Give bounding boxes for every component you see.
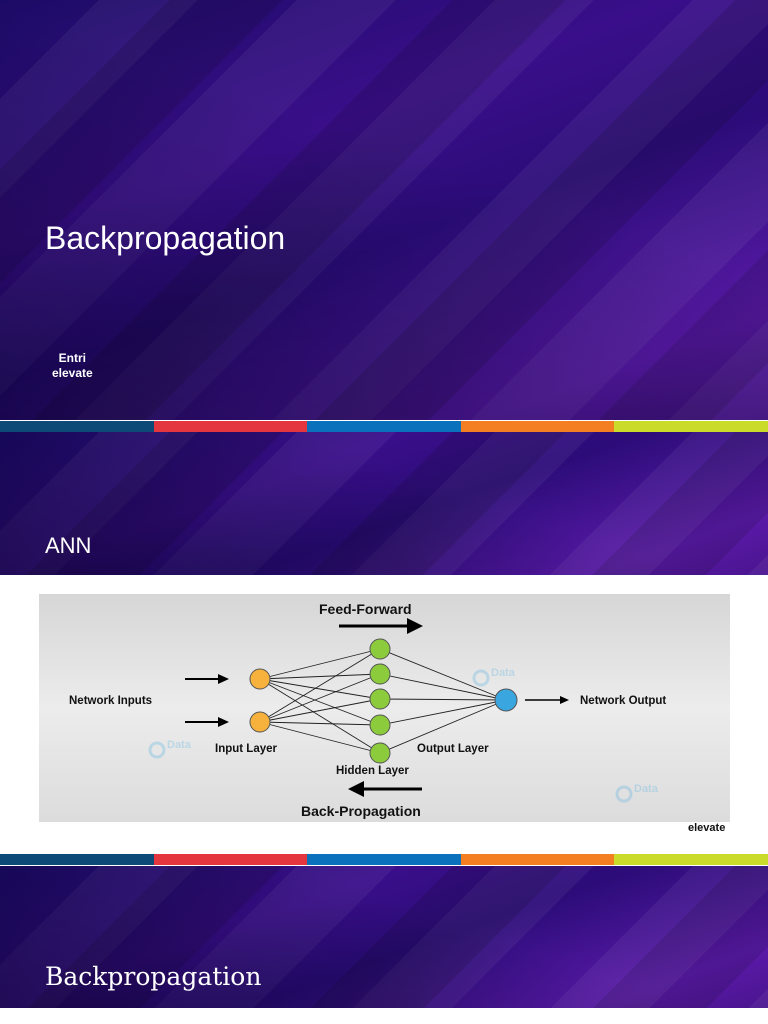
hidden-node bbox=[369, 714, 391, 736]
slide-1-title: Backpropagation bbox=[45, 220, 286, 256]
feed-forward-label: Feed-Forward bbox=[319, 601, 412, 617]
entri-elevate-logo: Entri elevate bbox=[52, 351, 93, 381]
slide-2-title: ANN bbox=[45, 533, 92, 558]
stripe-segment bbox=[614, 854, 768, 865]
input-node bbox=[249, 711, 271, 733]
watermark-text: Data bbox=[167, 739, 192, 751]
output-node bbox=[494, 688, 518, 712]
stripe-segment bbox=[153, 421, 308, 432]
hidden-node bbox=[369, 742, 391, 764]
stripe-segment bbox=[460, 854, 615, 865]
stripe-segment bbox=[0, 421, 154, 432]
network-output-label: Network Output bbox=[580, 695, 666, 707]
stripe-segment bbox=[307, 421, 461, 432]
slide-3-header-background bbox=[0, 866, 768, 1008]
stripe-segment bbox=[307, 854, 461, 865]
slide-3-title: Backpropagation bbox=[45, 962, 262, 991]
logo-line-1: Entri bbox=[58, 351, 87, 365]
back-propagation-label: Back-Propagation bbox=[301, 803, 421, 819]
input-node bbox=[249, 668, 271, 690]
watermark-text: Data bbox=[634, 783, 659, 795]
output-layer-label: Output Layer bbox=[417, 743, 489, 755]
hidden-node bbox=[369, 638, 391, 660]
elevate-logo: elevate bbox=[688, 822, 726, 834]
slide-2-header-background bbox=[0, 432, 768, 575]
stripe-segment bbox=[153, 854, 308, 865]
color-stripe-2 bbox=[0, 854, 768, 865]
hidden-node bbox=[369, 688, 391, 710]
hidden-node bbox=[369, 663, 391, 685]
slide-1-background bbox=[0, 0, 768, 420]
hidden-layer-label: Hidden Layer bbox=[336, 765, 409, 777]
stripe-segment bbox=[0, 854, 154, 865]
ann-diagram: Data Data Data Feed-Forward B bbox=[39, 594, 730, 822]
network-inputs-label: Network Inputs bbox=[69, 695, 152, 707]
watermark-text: Data bbox=[491, 667, 516, 679]
input-layer-label: Input Layer bbox=[215, 743, 278, 755]
logo-line-2: elevate bbox=[52, 366, 93, 380]
stripe-segment bbox=[614, 421, 768, 432]
color-stripe-1 bbox=[0, 421, 768, 432]
stripe-segment bbox=[460, 421, 615, 432]
